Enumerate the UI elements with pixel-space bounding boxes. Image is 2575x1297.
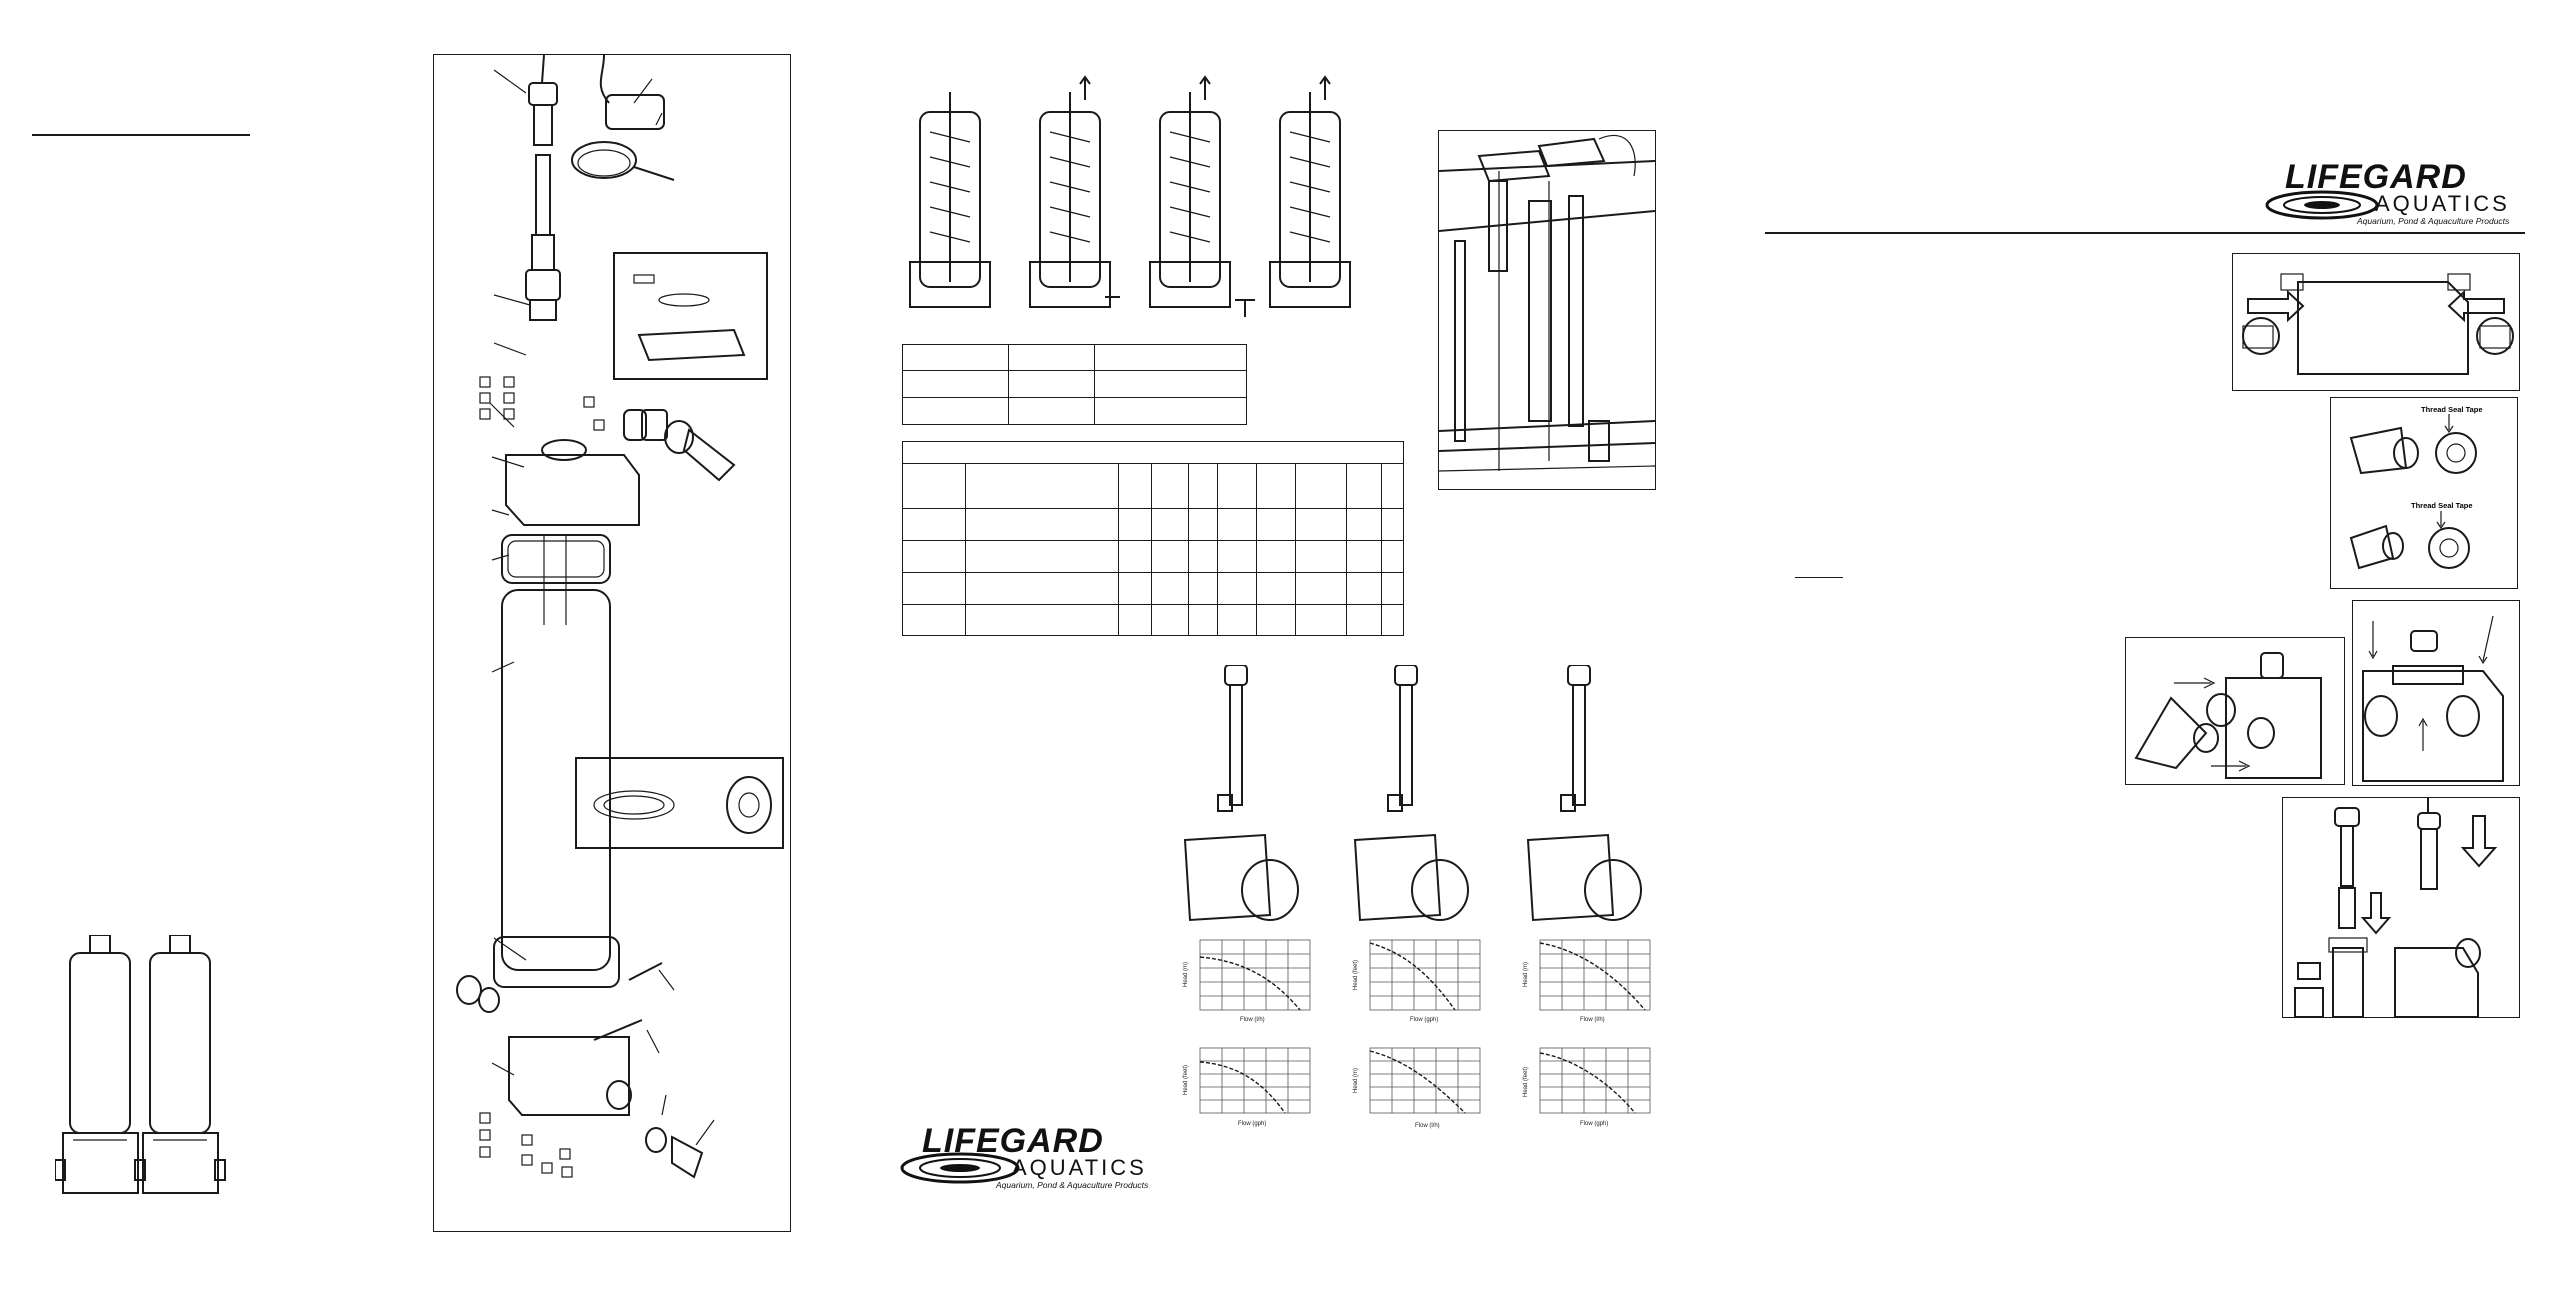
curve-2-top-xlabel: Flow (gph) xyxy=(1410,1017,1438,1023)
pump-3 xyxy=(1526,665,1642,922)
brand-logo-bottom: LIFEGARD AQUATICS Aquarium, Pond & Aquac… xyxy=(900,1122,1170,1192)
step-housing-inlet-outlet xyxy=(2232,253,2520,391)
unit-left xyxy=(55,935,146,1194)
flow-diagram-2 xyxy=(1029,75,1120,308)
step-fitting-detail xyxy=(2352,600,2520,786)
tape-label-bottom: Thread Seal Tape xyxy=(2411,501,2473,510)
two-units-illustration xyxy=(55,935,226,1194)
header-rule xyxy=(1765,232,2525,234)
curve-3-bottom: Flow (gph) Head (feet) xyxy=(1523,1047,1651,1127)
curve-3-bottom-xlabel: Flow (gph) xyxy=(1580,1121,1608,1127)
brand-logo-top: LIFEGARD AQUATICS Aquarium, Pond & Aquac… xyxy=(2265,158,2530,230)
logo-sub-text: AQUATICS xyxy=(2375,191,2510,216)
pump-curve-charts: Flow (l/h) Head (m) Flow (gph) Head (fee… xyxy=(1183,939,1651,1129)
exploded-parts-drawing xyxy=(456,54,784,1179)
logo-brand-text: LIFEGARD xyxy=(2285,158,2467,196)
curve-3-bottom-ylabel: Head (feet) xyxy=(1523,1067,1529,1097)
unit-right xyxy=(134,935,226,1194)
section-rule xyxy=(32,134,250,136)
exploded-parts-diagram xyxy=(433,54,791,1232)
curve-2-bottom: Flow (l/h) Head (m) xyxy=(1353,1047,1481,1129)
curve-3-top-xlabel: Flow (l/h) xyxy=(1580,1017,1605,1023)
curve-1-bottom-xlabel: Flow (gph) xyxy=(1238,1121,1266,1127)
curve-1-top-xlabel: Flow (l/h) xyxy=(1240,1017,1265,1023)
curve-3-top: Flow (l/h) Head (m) xyxy=(1523,939,1651,1023)
spec-table-large xyxy=(902,441,1404,636)
screw-set-top xyxy=(479,376,605,431)
curve-1-top-ylabel: Head (m) xyxy=(1183,962,1189,987)
curve-2-top: Flow (gph) Head (feet) xyxy=(1353,939,1481,1023)
flow-diagram-4 xyxy=(1269,75,1351,308)
flow-diagram-1 xyxy=(909,92,991,308)
curve-3-top-ylabel: Head (m) xyxy=(1523,962,1529,987)
screw-set-bottom xyxy=(479,1112,573,1178)
leader-lines xyxy=(489,69,715,1146)
flow-diagram-3 xyxy=(1149,75,1255,317)
pump-illustrations xyxy=(1183,665,1642,922)
curve-2-top-ylabel: Head (feet) xyxy=(1353,960,1359,990)
curve-2-bottom-xlabel: Flow (l/h) xyxy=(1415,1123,1440,1129)
pump-1 xyxy=(1183,665,1299,922)
curve-1-top: Flow (l/h) Head (m) xyxy=(1183,939,1311,1023)
curve-1-bottom: Flow (gph) Head (feet) xyxy=(1183,1047,1311,1127)
step-lamp-insertion xyxy=(2282,797,2520,1018)
step-thread-seal-tape: Thread Seal Tape Thread Seal Tape xyxy=(2330,397,2518,589)
note-underline xyxy=(1795,577,1843,578)
pump-2 xyxy=(1353,665,1469,922)
left-panel xyxy=(0,0,420,1297)
step-attach-fittings xyxy=(2125,637,2345,785)
curve-2-bottom-ylabel: Head (m) xyxy=(1353,1068,1359,1093)
logo-tagline: Aquarium, Pond & Aquaculture Products xyxy=(2357,216,2510,226)
spec-table-small xyxy=(902,344,1247,425)
logo-sub-text: AQUATICS xyxy=(1012,1155,1147,1180)
aquarium-install-illustration xyxy=(1438,130,1656,490)
logo-swoosh xyxy=(2265,190,2379,220)
flow-path-diagrams xyxy=(909,75,1351,317)
tape-label-top: Thread Seal Tape xyxy=(2421,405,2483,414)
logo-tagline: Aquarium, Pond & Aquaculture Products xyxy=(996,1180,1149,1190)
logo-swoosh xyxy=(900,1152,1020,1184)
curve-1-bottom-ylabel: Head (feet) xyxy=(1183,1065,1189,1095)
